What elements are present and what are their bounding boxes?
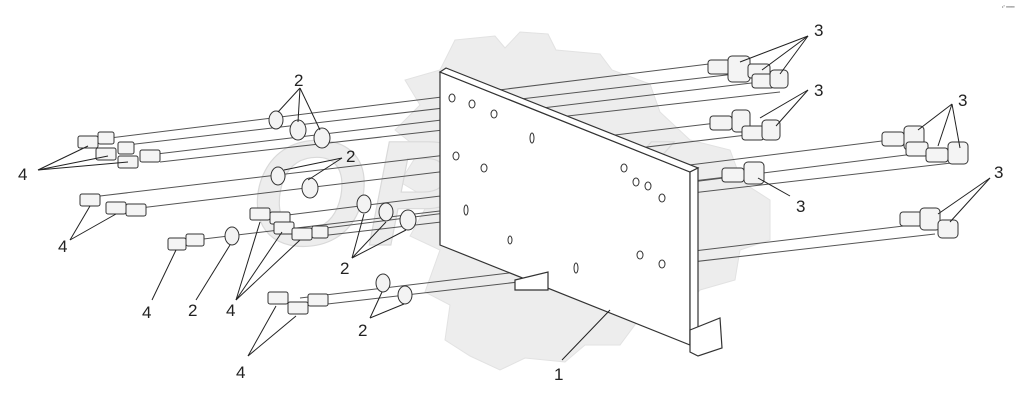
left-fittings xyxy=(77,131,329,315)
mounting-plate xyxy=(438,67,723,357)
callout-4: 4 xyxy=(226,301,235,320)
callout-4: 4 xyxy=(142,303,151,322)
callout-labels: 2 2 3 3 3 3 3 4 4 4 2 4 2 2 4 1 xyxy=(18,21,1003,384)
plate-holes xyxy=(448,93,666,274)
callout-2: 2 xyxy=(358,321,367,340)
callout-2: 2 xyxy=(294,71,303,90)
callout-4: 4 xyxy=(18,165,27,184)
callout-4: 4 xyxy=(58,237,67,256)
callout-3: 3 xyxy=(814,21,823,40)
callout-2: 2 xyxy=(340,259,349,278)
right-fittings xyxy=(707,55,969,239)
callout-1: 1 xyxy=(554,365,563,384)
callout-3: 3 xyxy=(994,163,1003,182)
callout-3: 3 xyxy=(814,81,823,100)
callout-3: 3 xyxy=(958,91,967,110)
corner-mark: •° ═══ xyxy=(1002,4,1015,9)
callout-2: 2 xyxy=(188,301,197,320)
callout-3: 3 xyxy=(796,197,805,216)
callout-2: 2 xyxy=(346,147,355,166)
leader-lines xyxy=(37,35,991,361)
washers xyxy=(224,110,417,305)
callout-4: 4 xyxy=(236,363,245,382)
